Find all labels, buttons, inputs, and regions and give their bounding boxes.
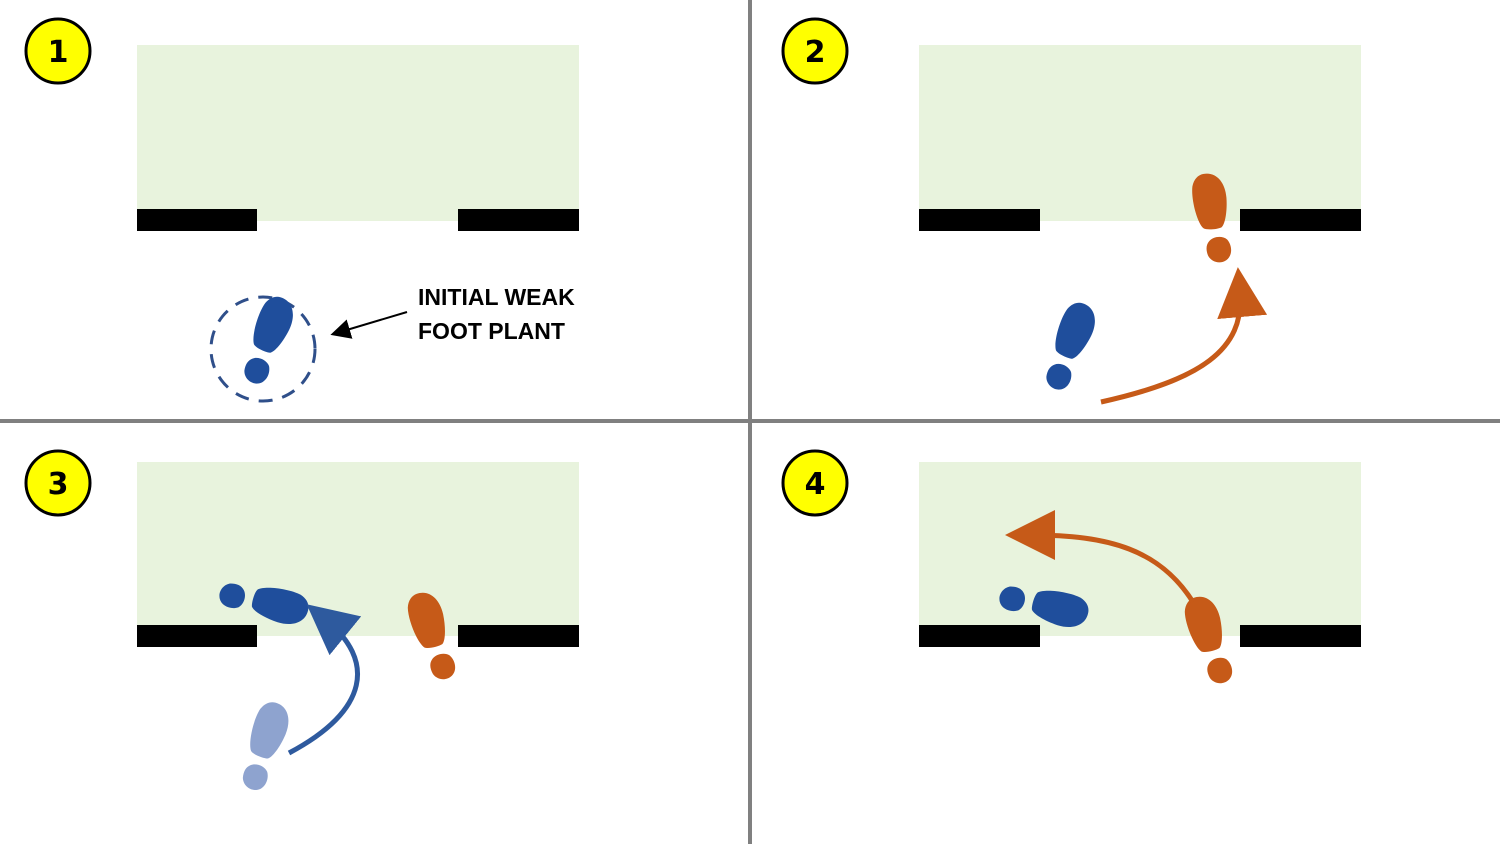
blue-footprint: [238, 292, 299, 389]
panel-2: 2: [781, 17, 1361, 405]
step-badge: 3: [24, 449, 92, 517]
step-number: 2: [805, 35, 826, 70]
callout-arrow: [330, 311, 408, 339]
callout-label-line2: FOOT PLANT: [418, 318, 565, 344]
step-badge: 1: [24, 17, 92, 85]
callout-label-line1: INITIAL WEAK: [418, 284, 575, 310]
faded-blue-footprint: [237, 698, 294, 795]
wall-right: [458, 209, 579, 231]
orange-step-arrow: [1100, 267, 1268, 405]
blue-footprint: [1040, 298, 1101, 395]
orange-step-arrow: [1005, 510, 1196, 604]
wall-right: [1240, 209, 1361, 231]
blue-step-arrow: [287, 604, 362, 756]
goal-zone: [919, 462, 1361, 636]
step-badge: 2: [781, 17, 849, 85]
dashed-highlight-circle: [209, 295, 317, 403]
step-number: 1: [48, 35, 69, 70]
wall-left: [137, 625, 257, 647]
wall-left: [137, 209, 257, 231]
step-number: 4: [805, 467, 826, 502]
step-number: 3: [48, 467, 69, 502]
wall-right: [1240, 625, 1361, 647]
panel-1: 1 INITIAL WEAK FOOT PLANT: [24, 17, 579, 403]
step-badge: 4: [781, 449, 849, 517]
panel-3: 3: [24, 449, 579, 795]
panel-4: 4: [781, 449, 1361, 688]
goal-zone: [137, 462, 579, 636]
goal-zone: [919, 45, 1361, 221]
wall-right: [458, 625, 579, 647]
goal-zone: [137, 45, 579, 221]
wall-left: [919, 625, 1040, 647]
wall-left: [919, 209, 1040, 231]
